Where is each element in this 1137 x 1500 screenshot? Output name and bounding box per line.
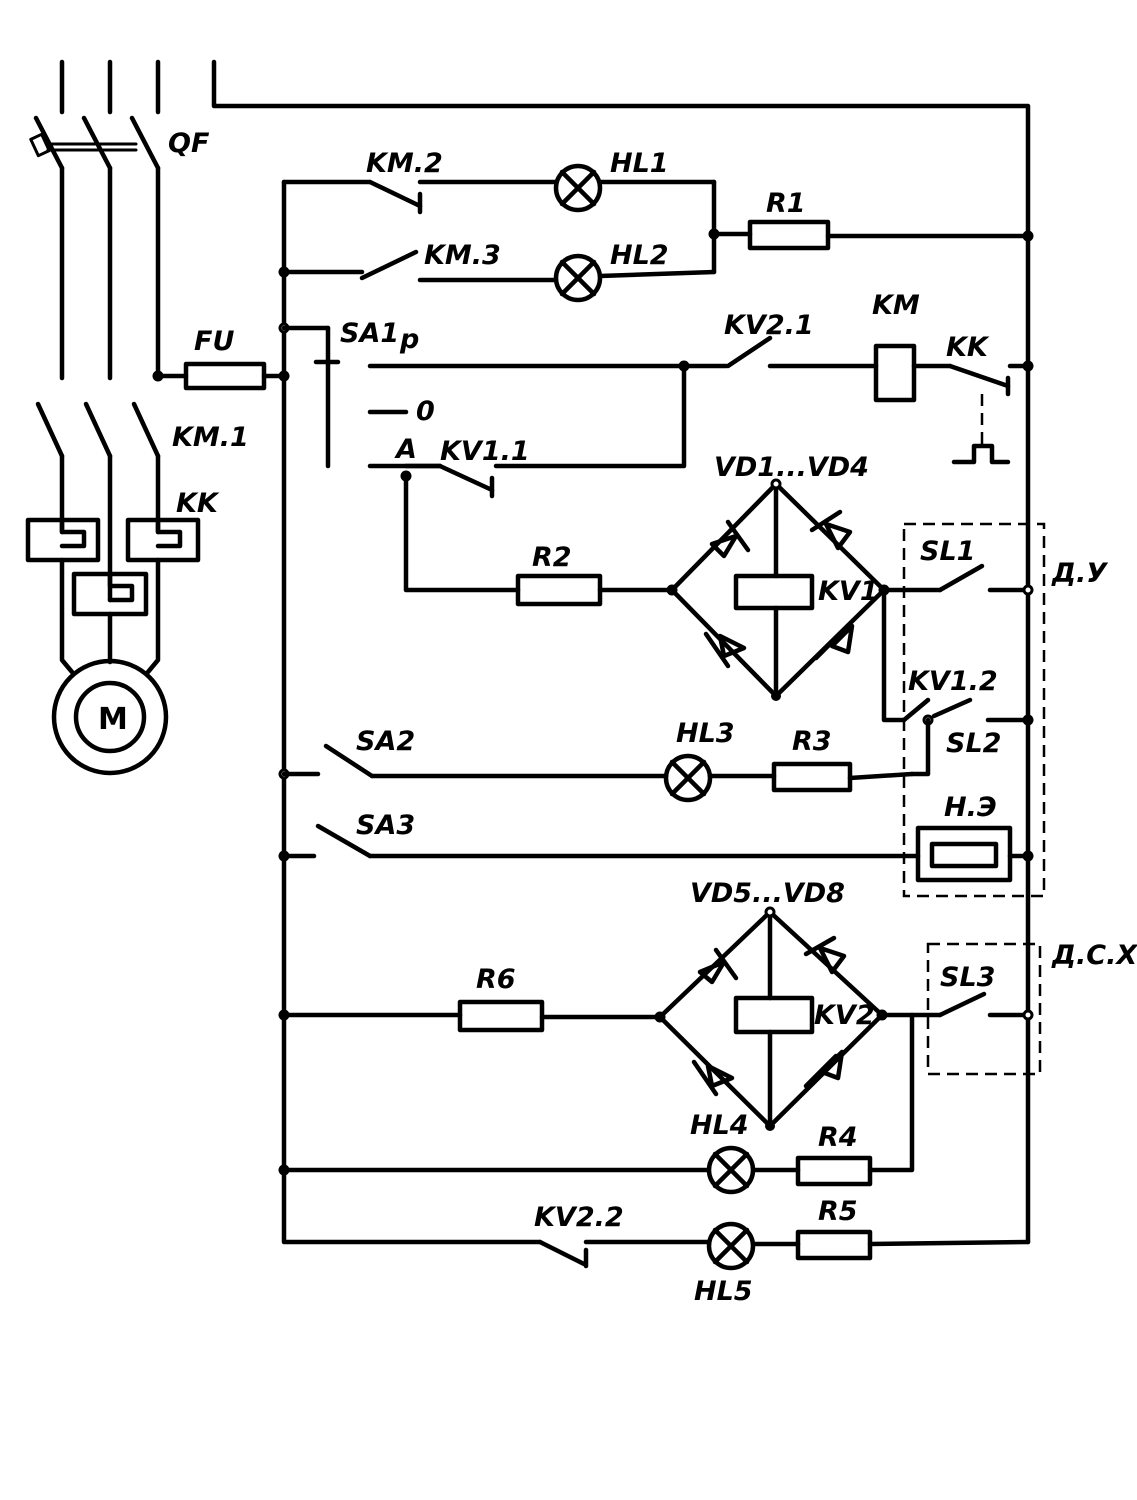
label-r6: R6	[476, 964, 516, 995]
sl1-kv12-branch	[881, 563, 1034, 777]
bridge-vd5-vd8	[654, 906, 888, 1131]
label-dsx: Д.С.Х	[1051, 940, 1137, 971]
hl5-lamp	[706, 1221, 756, 1271]
power-lines	[59, 59, 1031, 1245]
fu-fuse	[152, 361, 290, 391]
hl3-lamp	[663, 753, 713, 803]
sl3-branch	[867, 991, 1034, 1173]
sa2-branch	[281, 743, 915, 793]
label-km1: KM.1	[172, 422, 249, 453]
label-hl4: HL4	[690, 1110, 749, 1141]
label-sl2: SL2	[946, 728, 1001, 759]
hl4-lamp	[706, 1145, 756, 1195]
kv22-branch	[537, 1229, 1031, 1269]
labels: QF FU KM.1 KK M KM.2 KM.3 HL1 HL2 R1 SA1…	[98, 128, 1137, 1307]
km1-contacts	[35, 401, 161, 603]
du-enclosure	[902, 522, 1046, 898]
label-qf: QF	[168, 128, 210, 159]
bridge-vd1-vd4	[666, 478, 890, 701]
label-kv21: KV2.1	[724, 310, 814, 341]
label-kk-motor: KK	[176, 488, 220, 519]
label-r4: R4	[818, 1122, 858, 1153]
label-kv12: KV1.2	[908, 666, 998, 697]
label-km-coil: KM	[872, 290, 920, 321]
label-kv1: KV1	[818, 576, 879, 607]
kv11-branch	[400, 363, 687, 593]
label-hl5: HL5	[694, 1276, 753, 1307]
label-km2: KM.2	[366, 148, 443, 179]
label-sa1-p: p	[399, 324, 419, 355]
label-hl2: HL2	[610, 240, 669, 271]
km3-hl2-branch	[281, 249, 717, 283]
label-sa1-0: 0	[416, 396, 435, 427]
label-hl1: HL1	[610, 148, 669, 179]
label-r3: R3	[792, 726, 832, 757]
label-du: Д.У	[1051, 558, 1108, 589]
label-kv2: KV2	[814, 1000, 875, 1031]
label-hl3: HL3	[676, 718, 735, 749]
km2-hl1-branch	[281, 179, 720, 275]
label-bridge2: VD5...VD8	[690, 878, 845, 909]
label-kv22: KV2.2	[534, 1202, 624, 1233]
r1-resistor	[711, 219, 1034, 251]
label-motor: M	[98, 702, 128, 737]
dsx-enclosure	[926, 942, 1042, 1076]
label-kk-contact: KK	[946, 332, 990, 363]
label-r1: R1	[766, 188, 806, 219]
km-coil-branch	[681, 335, 1034, 465]
r6-resistor	[281, 999, 663, 1033]
r2-resistor	[515, 573, 675, 607]
motor	[51, 658, 169, 776]
label-sa2: SA2	[356, 726, 415, 757]
hl1-lamp	[553, 163, 603, 213]
label-bridge1: VD1...VD4	[714, 452, 869, 483]
hl4-branch	[281, 1155, 873, 1187]
hl2-lamp	[553, 253, 603, 303]
qf-breaker	[29, 115, 161, 381]
label-kv11: KV1.1	[440, 436, 530, 467]
sa3-branch	[281, 823, 1034, 883]
label-he: Н.Э	[944, 792, 997, 823]
label-sl1: SL1	[920, 536, 975, 567]
label-sa1-a: A	[394, 434, 417, 465]
label-sa3: SA3	[356, 810, 415, 841]
kk-thermal-heaters	[25, 517, 201, 675]
label-r5: R5	[818, 1196, 858, 1227]
label-km3: KM.3	[424, 240, 501, 271]
label-sa1: SA1	[340, 318, 399, 349]
left-bus	[278, 179, 543, 1245]
label-sl3: SL3	[940, 962, 995, 993]
label-r2: R2	[532, 542, 572, 573]
label-fu: FU	[194, 326, 234, 357]
